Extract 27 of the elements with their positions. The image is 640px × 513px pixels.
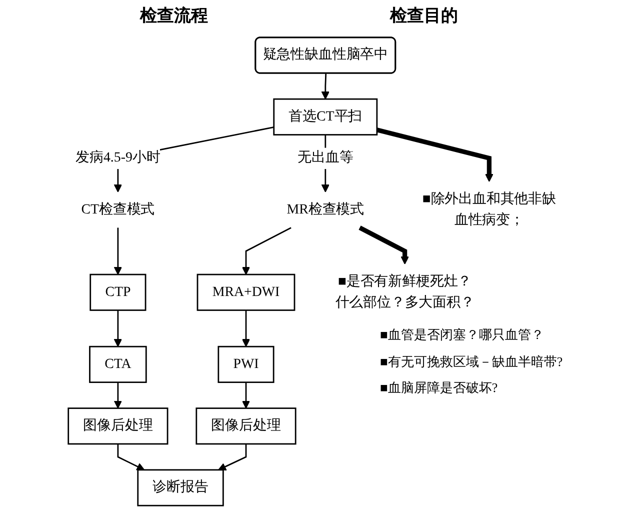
column-heading: 检查流程 — [140, 5, 208, 27]
node-text: ■除外出血和其他非缺血性病变； — [422, 192, 556, 228]
arrow — [114, 382, 122, 409]
arrow — [114, 310, 122, 347]
node-box: 图像后处理 — [68, 408, 168, 445]
node-text: CT检查模式 — [81, 202, 155, 218]
node-box: 图像后处理 — [196, 408, 296, 445]
arrow — [117, 444, 145, 470]
column-heading: 检查目的 — [390, 5, 458, 27]
node-text: MR检查模式 — [286, 202, 364, 218]
edge-label: 发病4.5-9小时 — [76, 150, 160, 166]
arrow — [242, 382, 250, 409]
arrow — [114, 228, 122, 275]
node-box: CTA — [89, 346, 147, 383]
arrow — [242, 227, 292, 275]
node-box: PWI — [218, 346, 274, 383]
node-box: 诊断报告 — [137, 469, 224, 506]
node-text: ■是否有新鲜梗死灶？什么部位？多大面积？ — [335, 274, 474, 310]
arrow — [218, 444, 247, 470]
node-box: CTP — [90, 274, 146, 311]
node-box: 首选CT平扫 — [273, 98, 378, 136]
arrow — [376, 128, 494, 182]
node-box: MRA+DWI — [196, 274, 296, 311]
arrow — [242, 310, 250, 347]
arrow — [358, 226, 409, 264]
arrow — [321, 74, 330, 100]
edge-label: 无出血等 — [298, 150, 354, 166]
